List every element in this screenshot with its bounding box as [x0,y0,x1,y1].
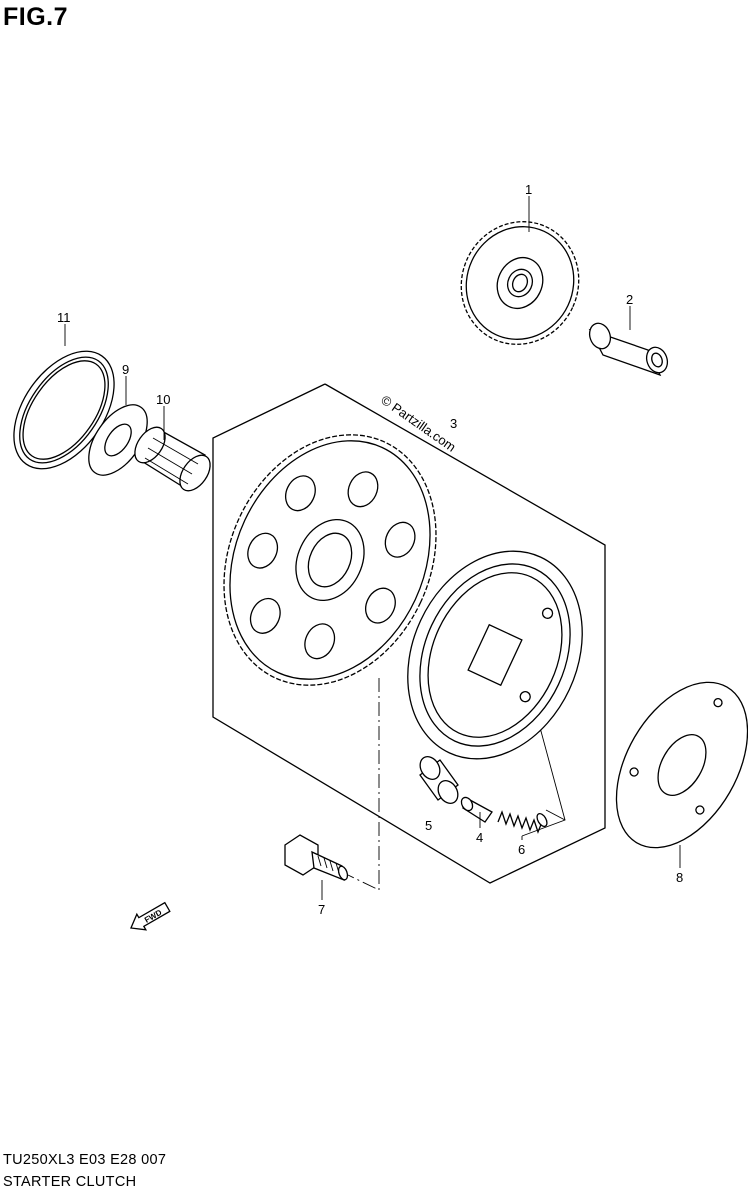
part-4-plunger [460,796,493,823]
part-6-spring [497,810,548,834]
assembly-outline [212,383,606,884]
part-11-ring [13,350,115,470]
callout-10: 10 [156,392,170,407]
part-7-bolt [284,834,349,882]
diagram-name: STARTER CLUTCH [3,1174,137,1190]
part-5-roller [419,756,459,804]
part-3-clutch-gear [223,434,437,686]
callout-5: 5 [425,818,432,833]
guide-line [347,678,380,891]
part-10-needle-bearing [134,426,211,492]
callout-9: 9 [122,362,129,377]
callout-11: 11 [57,310,71,325]
part-2-shaft [588,322,669,377]
callout-1: 1 [525,182,532,197]
callout-7: 7 [318,902,325,917]
leader-line [545,809,566,821]
diagram-code: TU250XL3 E03 E28 007 [3,1152,167,1168]
part-3-clutch-housing [407,550,583,760]
callout-3: 3 [450,416,457,431]
callout-6: 6 [518,842,525,857]
figure-title: FIG.7 [3,3,69,31]
callout-2: 2 [626,292,633,307]
part-1-driven-gear [460,221,580,345]
fwd-arrow: FWD [130,901,171,931]
callout-8: 8 [676,870,683,885]
callout-4: 4 [476,830,483,845]
part-8-plate [615,681,748,849]
